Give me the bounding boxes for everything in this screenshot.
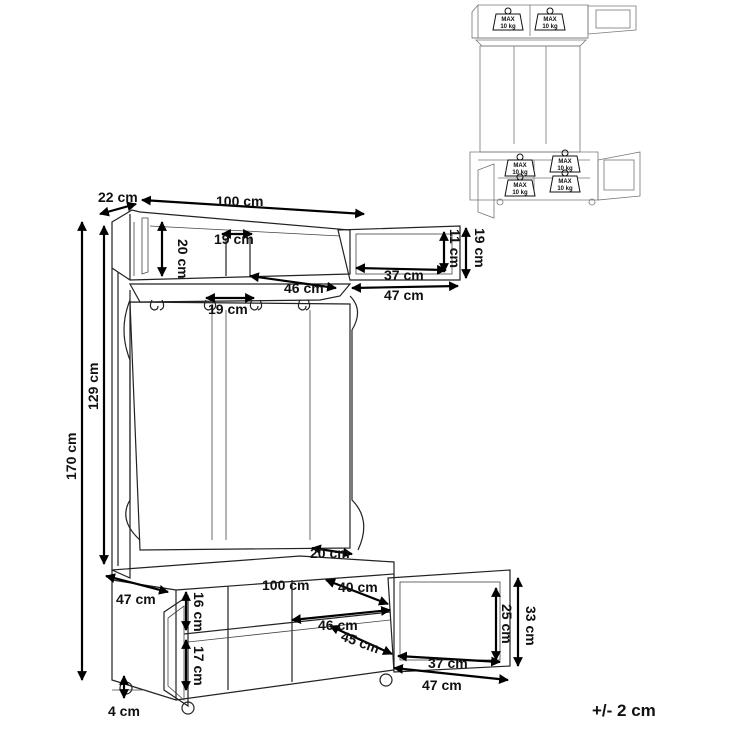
weight-icon: MAX 10 kg <box>504 173 536 197</box>
dim-bench-width: 100 cm <box>262 577 309 593</box>
weight-label: 10 kg <box>542 24 558 30</box>
weight-icon: MAX 10 kg <box>534 7 566 31</box>
thumbnail-view: MAX 10 kg MAX 10 kg MAX 10 kg MAX 10 kg … <box>469 4 641 219</box>
max-label: MAX <box>558 159 571 165</box>
weight-icon: MAX 10 kg <box>492 7 524 31</box>
dim-compartment-width: 40 cm <box>338 579 378 595</box>
coat-hook-icon <box>249 299 263 311</box>
dim-base-depth: 47 cm <box>116 591 156 607</box>
dim-base-door-inner-width: 37 cm <box>428 655 468 671</box>
dim-door-inner-width: 37 cm <box>384 267 424 283</box>
dim-top-depth: 22 cm <box>98 189 138 205</box>
coat-hook-icon <box>297 299 311 311</box>
max-label: MAX <box>501 17 514 23</box>
dim-base-door-width: 47 cm <box>422 677 462 693</box>
dim-total-height: 170 cm <box>63 433 79 480</box>
weight-icon: MAX 10 kg <box>549 149 581 173</box>
dim-hook-spacing: 19 cm <box>208 301 248 317</box>
dimension-labels: 22 cm 100 cm 20 cm 19 cm 11 cm 19 cm 37 … <box>63 189 656 720</box>
max-label: MAX <box>558 179 571 185</box>
dim-bench-depth: 20 cm <box>310 545 350 561</box>
dim-door-inner-height: 11 cm <box>447 229 463 268</box>
dim-base-shelf-depth: 45 cm <box>339 628 382 657</box>
weight-label: 10 kg <box>512 170 528 176</box>
dim-base-door-height: 33 cm <box>523 606 539 646</box>
dim-top-width: 100 cm <box>216 193 263 209</box>
dim-upper-height: 129 cm <box>85 363 101 410</box>
max-label: MAX <box>513 183 526 189</box>
weight-label: 10 kg <box>512 190 528 196</box>
dim-door-height: 19 cm <box>472 228 488 268</box>
dim-shelf-height: 20 cm <box>175 239 191 279</box>
dim-foot-height: 4 cm <box>108 703 140 719</box>
tolerance-note: +/- 2 cm <box>592 701 656 720</box>
dim-shelf-lower-height: 17 cm <box>191 646 207 686</box>
weight-icon: MAX 10 kg <box>504 153 536 177</box>
coat-hook-icon <box>149 299 165 311</box>
dim-cubby-width: 19 cm <box>214 231 254 247</box>
dim-base-door-inner-height: 25 cm <box>499 604 515 644</box>
weight-label: 10 kg <box>500 24 516 30</box>
weight-label: 10 kg <box>557 186 573 192</box>
dim-door-width: 47 cm <box>384 287 424 303</box>
max-label: MAX <box>543 17 556 23</box>
dim-inner-depth: 46 cm <box>284 280 324 296</box>
dimension-lines <box>77 195 523 699</box>
max-label: MAX <box>513 163 526 169</box>
weight-icon: MAX 10 kg <box>549 169 581 193</box>
dim-base-inner-depth: 46 cm <box>318 617 358 633</box>
weight-label: 10 kg <box>557 166 573 172</box>
dim-shelf-upper-height: 16 cm <box>191 592 207 632</box>
